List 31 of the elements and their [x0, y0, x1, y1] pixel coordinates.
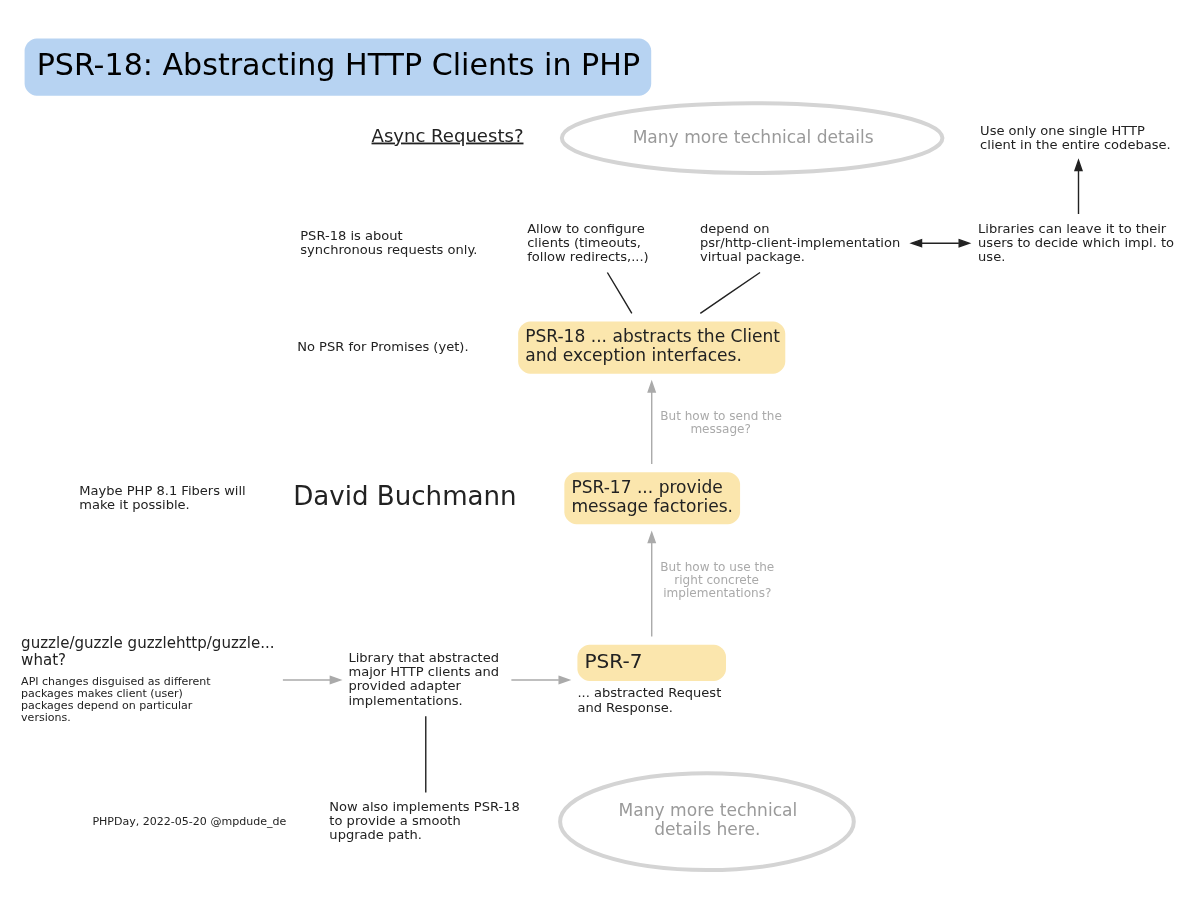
node-text: guzzle/guzzle guzzlehttp/guzzle... what? API changes disguised as different packages makes client (user) packages depend on particular versions. [21, 633, 275, 724]
label: No PSR for Promises (yet). [297, 339, 469, 355]
arrow [1074, 158, 1083, 215]
label: David Buchmann [293, 481, 517, 512]
arrow [282, 675, 343, 685]
node-ellipse: Many more technical details [559, 101, 945, 176]
node-box: PSR-18 ... abstracts the Client and exception interfaces. [518, 321, 786, 374]
arrow [647, 530, 657, 638]
arrow [510, 675, 572, 685]
node-text: Libraries can leave it to their users to decide which impl. to use. [978, 220, 1175, 264]
node-text: Library that abstracted major HTTP clients and provided adapter implementations. [348, 650, 500, 708]
label: Maybe PHP 8.1 Fibers will make it possible. [79, 482, 246, 512]
connector [699, 271, 761, 315]
edge-label: But how to use the right concrete implementations? [660, 559, 775, 600]
arrow [647, 379, 657, 465]
arrow [909, 238, 972, 248]
label: Async Requests? [371, 124, 524, 146]
connector [425, 715, 427, 794]
node-text: Now also implements PSR-18 to provide a smooth upgrade path. [329, 799, 520, 843]
connector [606, 271, 633, 315]
edge-label: But how to send the message? [660, 408, 782, 436]
label: PSR-18 is about synchronous requests only. [300, 227, 478, 257]
node-text: depend on psr/http-client-implementation virtual package. [699, 220, 901, 264]
diagram-title: PSR-18: Abstracting HTTP Clients in PHP [36, 46, 641, 82]
label: PHPDay, 2022-05-20 @mpdude_de [92, 814, 287, 828]
node-box: PSR-17 ... provide message factories. [564, 472, 741, 525]
node-label: ... abstracted Request and Response. [577, 685, 722, 715]
node-box: PSR-7 [577, 644, 727, 681]
node-text: Allow to configure clients (timeouts, follow redirects,...) [527, 220, 649, 264]
node-ellipse: Many more technical details here. [558, 771, 856, 873]
node-text: Use only one single HTTP client in the entire codebase. [980, 122, 1171, 152]
